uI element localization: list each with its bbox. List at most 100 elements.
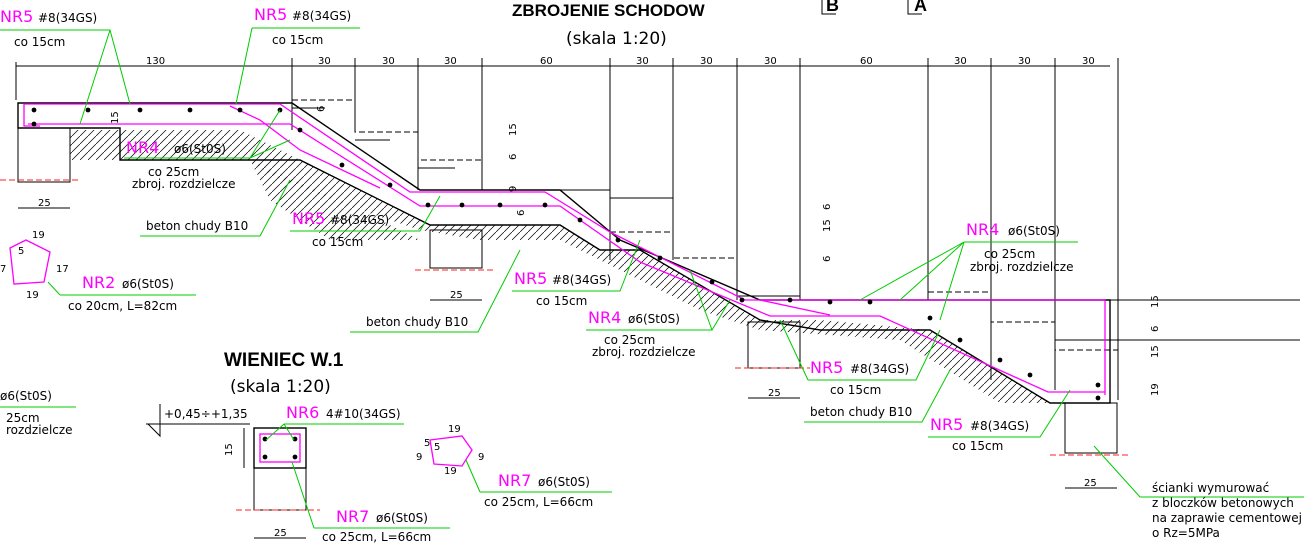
svg-text:9: 9 [508, 186, 519, 192]
svg-text:co 20cm, L=82cm: co 20cm, L=82cm [68, 299, 177, 313]
svg-text:19: 19 [1150, 383, 1161, 396]
left-partial-label: ø6(St0S) 25cm rozdzielcze [0, 389, 76, 437]
wall-note: ścianki wymurować z bloczków betonowych … [1093, 445, 1304, 540]
svg-text:ø6(St0S): ø6(St0S) [1008, 224, 1060, 238]
bar-label-nr5-top-left: NR5 #8(34GS) co 15cm [0, 7, 131, 125]
svg-text:7: 7 [0, 264, 6, 275]
svg-text:#8(34GS): #8(34GS) [38, 11, 97, 25]
svg-text:#8(34GS): #8(34GS) [292, 9, 351, 23]
svg-text:17: 17 [56, 264, 69, 275]
bar-label-nr5-lower: NR5 #8(34GS) co 15cm [779, 319, 941, 397]
svg-text:NR7: NR7 [498, 471, 531, 490]
svg-text:9: 9 [478, 452, 484, 463]
svg-text:NR5: NR5 [0, 7, 33, 26]
svg-text:25: 25 [450, 290, 463, 301]
svg-text:NR6: NR6 [286, 403, 319, 422]
drawing-title: ZBROJENIE SCHODOW [512, 1, 706, 20]
svg-text:6: 6 [1150, 326, 1161, 332]
svg-text:6: 6 [822, 256, 833, 262]
svg-text:30: 30 [764, 56, 777, 67]
svg-text:co 15cm: co 15cm [14, 35, 65, 49]
svg-text:co 15cm: co 15cm [272, 33, 323, 47]
svg-text:19: 19 [448, 424, 461, 435]
svg-text:15: 15 [508, 123, 519, 136]
svg-text:15: 15 [1150, 295, 1161, 308]
svg-text:15: 15 [1150, 345, 1161, 358]
svg-text:6: 6 [508, 154, 519, 160]
svg-text:30: 30 [954, 56, 967, 67]
svg-text:NR5: NR5 [292, 209, 325, 228]
svg-text:15: 15 [110, 111, 121, 124]
svg-text:NR7: NR7 [336, 507, 369, 526]
svg-text:#8(34GS): #8(34GS) [330, 213, 389, 227]
svg-text:NR4: NR4 [966, 220, 999, 239]
svg-text:5: 5 [424, 438, 430, 449]
nr7-stirrup-detail: 19 5 9 5 9 19 NR7 ø6(St0S) co 25cm, L=66… [416, 424, 612, 509]
svg-text:9: 9 [416, 452, 422, 463]
svg-text:25: 25 [1084, 478, 1097, 489]
svg-text:ø6(St0S): ø6(St0S) [0, 389, 52, 403]
svg-text:25: 25 [38, 198, 51, 209]
svg-text:NR4: NR4 [126, 138, 159, 157]
svg-text:zbroj. rozdzielcze: zbroj. rozdzielcze [592, 345, 695, 359]
svg-text:ø6(St0S): ø6(St0S) [538, 475, 590, 489]
svg-text:30: 30 [1082, 56, 1095, 67]
svg-text:co 15cm: co 15cm [830, 383, 881, 397]
svg-text:30: 30 [444, 56, 457, 67]
bar-label-nr5-right: NR5 #8(34GS) co 15cm [928, 389, 1071, 453]
svg-text:#8(34GS): #8(34GS) [970, 419, 1029, 433]
svg-text:60: 60 [540, 56, 553, 67]
concrete-label-1: beton chudy B10 [140, 179, 291, 237]
svg-text:beton chudy B10: beton chudy B10 [146, 219, 248, 233]
svg-text:60: 60 [860, 56, 873, 67]
svg-text:4#10(34GS): 4#10(34GS) [326, 407, 401, 421]
svg-text:#8(34GS): #8(34GS) [552, 273, 611, 287]
svg-text:19: 19 [32, 230, 45, 241]
concrete-label-3: beton chudy B10 [804, 369, 951, 423]
masonry-support-left: 25 [0, 127, 80, 209]
svg-text:ø6(St0S): ø6(St0S) [174, 142, 226, 156]
svg-text:WIENIEC W.1: WIENIEC W.1 [224, 350, 344, 371]
masonry-support-2: 25 [415, 229, 495, 301]
svg-text:co 15cm: co 15cm [536, 294, 587, 308]
svg-text:#8(34GS): #8(34GS) [850, 362, 909, 376]
bar-label-nr5-mid: NR5 #8(34GS) co 15cm [290, 195, 441, 249]
svg-text:co 25cm: co 25cm [604, 333, 655, 347]
section-marker-a: A [907, 0, 927, 15]
svg-text:B: B [826, 0, 839, 15]
svg-text:NR4: NR4 [588, 308, 621, 327]
svg-text:beton chudy B10: beton chudy B10 [810, 405, 912, 419]
svg-text:co 25cm, L=66cm: co 25cm, L=66cm [322, 530, 431, 544]
svg-text:ø6(St0S): ø6(St0S) [376, 511, 428, 525]
svg-text:na zaprawie cementowej: na zaprawie cementowej [1152, 511, 1302, 525]
svg-text:15: 15 [822, 219, 833, 232]
svg-text:NR5: NR5 [514, 269, 547, 288]
concrete-label-2: beton chudy B10 [350, 249, 521, 333]
svg-text:30: 30 [1018, 56, 1031, 67]
svg-text:6: 6 [822, 204, 833, 210]
svg-text:30: 30 [636, 56, 649, 67]
svg-text:19: 19 [26, 290, 39, 301]
bar-label-nr4-left: NR4 ø6(St0S) co 25cm zbroj. rozdzielcze [124, 109, 291, 191]
masonry-support-right: 25 [1050, 402, 1130, 489]
svg-text:NR5: NR5 [254, 5, 287, 24]
svg-text:zbroj. rozdzielcze: zbroj. rozdzielcze [970, 260, 1073, 274]
svg-text:+0,45÷+1,35: +0,45÷+1,35 [164, 407, 248, 421]
svg-text:ścianki wymurować: ścianki wymurować [1152, 481, 1269, 495]
svg-text:5: 5 [18, 246, 24, 257]
svg-text:zbroj. rozdzielcze: zbroj. rozdzielcze [132, 177, 235, 191]
svg-text:co 25cm, L=66cm: co 25cm, L=66cm [484, 495, 593, 509]
wieniec-title: WIENIEC W.1 (skala 1:20) [224, 350, 344, 397]
svg-text:ø6(St0S): ø6(St0S) [122, 277, 174, 291]
svg-text:A: A [914, 0, 927, 15]
svg-text:19: 19 [444, 466, 457, 477]
rebar-dots [31, 107, 1101, 401]
svg-text:30: 30 [382, 56, 395, 67]
svg-text:co 25cm: co 25cm [984, 247, 1035, 261]
stair-concrete-body [17, 102, 1111, 404]
svg-text:5: 5 [434, 442, 440, 453]
svg-text:30: 30 [700, 56, 713, 67]
bar-label-nr4-right: NR4 ø6(St0S) co 25cm zbroj. rozdzielcze [859, 220, 1078, 321]
svg-text:o Rz=5MPa: o Rz=5MPa [1152, 526, 1220, 540]
